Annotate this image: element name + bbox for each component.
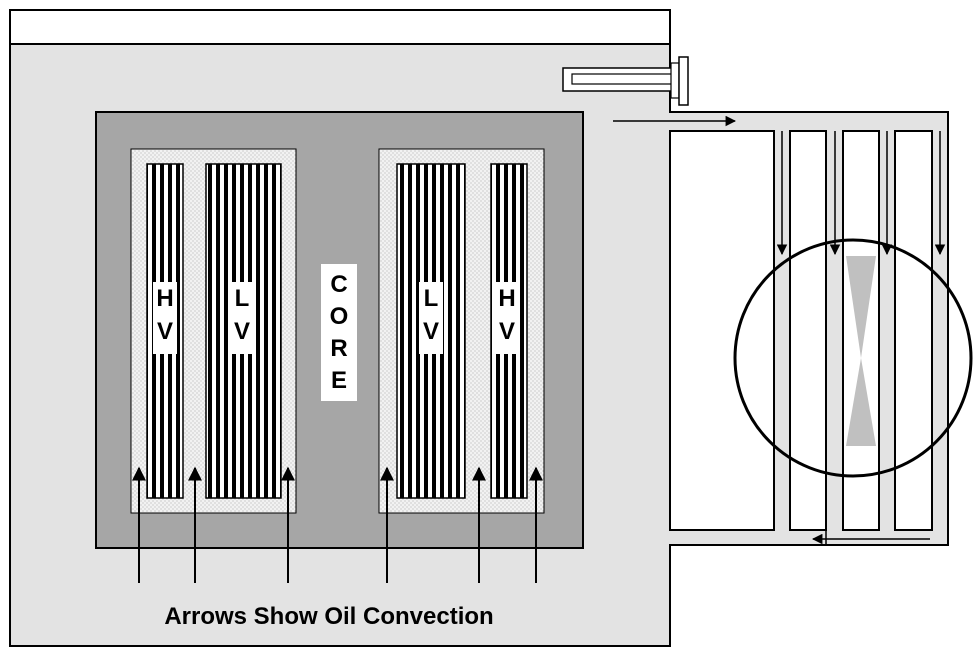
left-lv-label: L V	[230, 282, 254, 354]
core-label: C O R E	[321, 264, 357, 401]
gauge-stem	[571, 73, 675, 85]
fan-blades	[846, 256, 876, 446]
right-hv-coil	[490, 163, 528, 499]
radiator-panel-1	[669, 130, 775, 531]
core-label-letter-2: O	[330, 303, 349, 330]
fan-guard-ring	[733, 238, 973, 478]
core-label-letter-3: R	[330, 335, 347, 362]
left-lv-label-letter-1: L	[235, 285, 250, 312]
right-hv-label-letter-1: H	[498, 285, 515, 312]
gauge-flange	[670, 62, 680, 99]
left-lv-label-letter-2: V	[234, 318, 250, 345]
left-hv-label-letter-2: V	[157, 318, 173, 345]
cooling-fan	[733, 238, 973, 478]
caption: Arrows Show Oil Convection	[164, 603, 493, 630]
radiator-panel-4	[894, 130, 933, 531]
core-label-letter-1: C	[330, 271, 347, 298]
temperature-gauge	[562, 56, 689, 106]
right-hv-label: H V	[495, 282, 519, 354]
right-lv-label-letter-1: L	[424, 285, 439, 312]
core-label-letter-4: E	[331, 367, 347, 394]
radiator-flow-arrows	[613, 115, 946, 545]
right-hv-label-letter-2: V	[499, 318, 515, 345]
gauge-head	[678, 56, 689, 106]
left-hv-label-letter-1: H	[156, 285, 173, 312]
right-lv-label-letter-2: V	[423, 318, 439, 345]
left-hv-label: H V	[153, 282, 177, 354]
tank-oil-level-band	[9, 9, 671, 45]
right-lv-label: L V	[419, 282, 443, 354]
radiator-panel-2	[789, 130, 827, 531]
radiator	[669, 130, 933, 531]
upward-convection-arrows	[132, 466, 543, 583]
